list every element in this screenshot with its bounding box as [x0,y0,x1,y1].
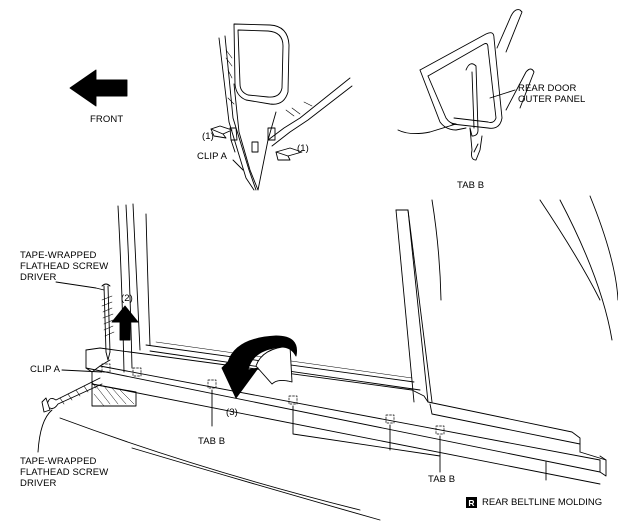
screwdriver-top-leader [55,281,105,291]
caption-badge: R [466,497,477,508]
screwdriver-top-line-3: DRIVER [20,272,57,283]
front-direction-arrow [69,69,128,107]
step-2-label: (2) [121,293,133,304]
screwdriver-bottom [41,377,103,413]
front-label: FRONT [90,114,124,125]
screwdriver-bottom-line-2: FLATHEAD SCREW [20,467,109,478]
clip-a-detail-drawing [210,23,353,191]
clip-a-detail-leader [232,159,244,171]
screwdriver-bottom-line-3: DRIVER [20,478,57,489]
step-3-label: (3) [226,407,238,418]
screwdriver-top [101,283,115,361]
clip-a-main-label: CLIP A [30,364,60,375]
tab-b-right-label: TAB B [428,474,456,485]
clip-a-detail-label: CLIP A [197,151,227,162]
screwdriver-top-line-1: TAPE-WRAPPED [20,250,97,261]
caption-text: REAR BELTLINE MOLDING [482,497,603,508]
rear-door-outer-panel-line-2: OUTER PANEL [518,94,586,105]
tab-b-left-label: TAB B [198,436,226,447]
main-view-drawing [59,195,618,521]
tab-b-detail-label: TAB B [457,180,485,191]
screwdriver-bottom-leader [37,409,53,453]
screwdriver-bottom-label: TAPE-WRAPPED FLATHEAD SCREW DRIVER [20,456,108,489]
tab-b-detail-drawing [397,9,535,161]
rotate-arrow [221,335,298,399]
figure-caption: R REAR BELTLINE MOLDING [466,497,602,508]
screwdriver-top-label: TAPE-WRAPPED FLATHEAD SCREW DRIVER [20,250,108,283]
screwdriver-bottom-line-1: TAPE-WRAPPED [20,456,97,467]
lift-up-arrow [111,305,139,341]
screwdriver-top-line-2: FLATHEAD SCREW [20,261,109,272]
step-1-label-right: (1) [297,143,309,154]
rear-door-outer-panel-line-1: REAR DOOR [518,83,577,94]
rear-door-outer-panel-leader [489,89,516,99]
rear-door-outer-panel-label: REAR DOOR OUTER PANEL [518,83,585,105]
step-1-label-left: (1) [202,131,214,142]
